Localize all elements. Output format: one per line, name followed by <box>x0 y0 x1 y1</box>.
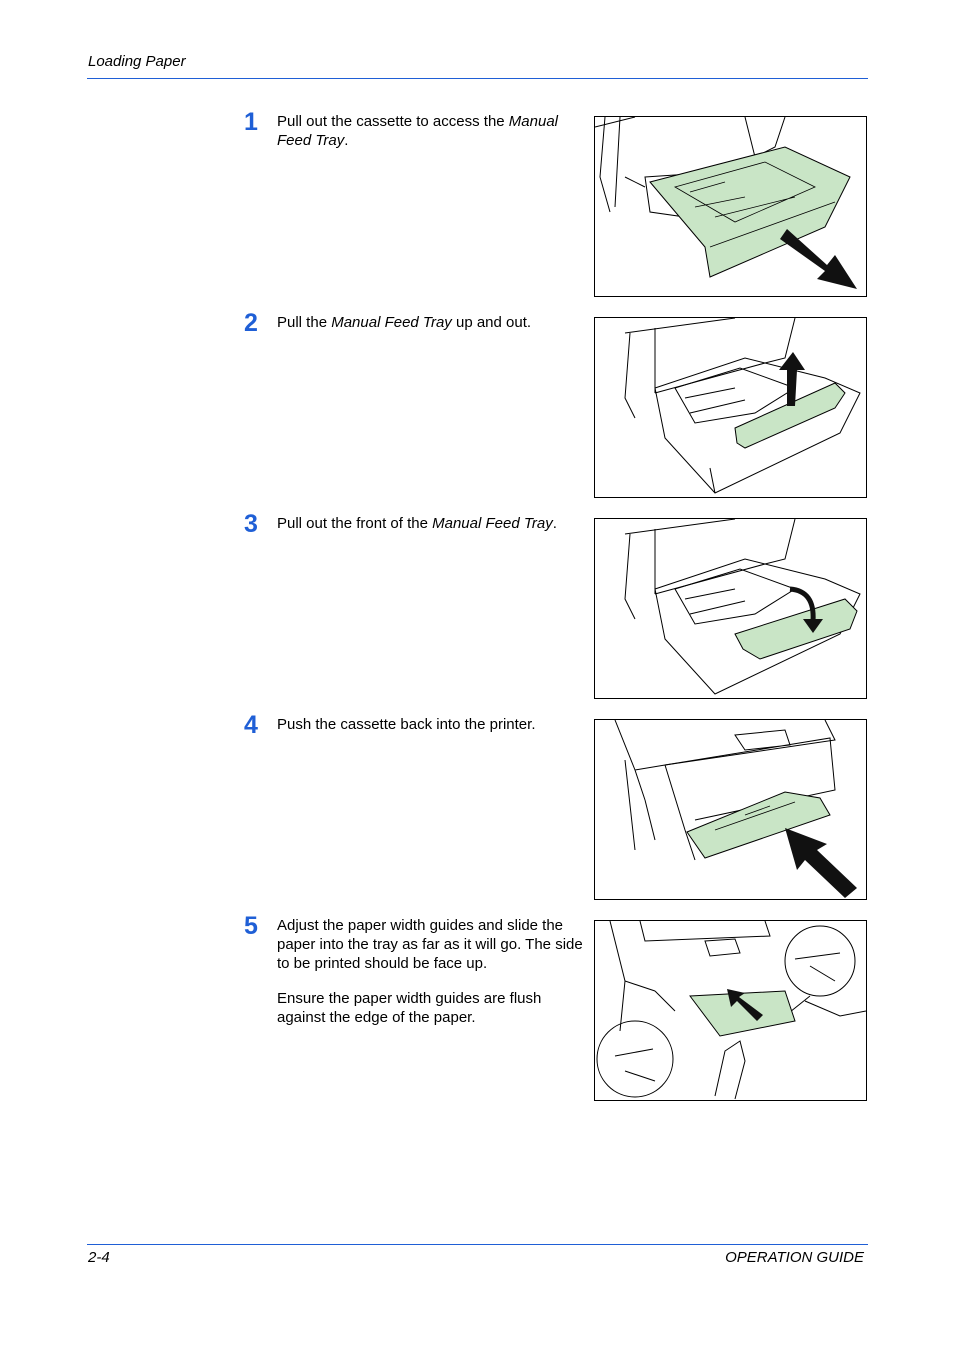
step-1-illustration <box>594 116 867 297</box>
header-rule <box>87 78 868 79</box>
step-5-note: Ensure the paper width guides are flush … <box>277 990 542 1026</box>
footer-rule <box>87 1244 868 1245</box>
step-1-number: 1 <box>244 108 258 136</box>
step-3-illustration <box>594 518 867 699</box>
step-1-text: Pull out the cassette to access the Manu… <box>277 113 558 149</box>
step-3-number: 3 <box>244 510 258 538</box>
page-header-title: Loading Paper <box>88 53 186 70</box>
step-5-text: Adjust the paper width guides and slide … <box>277 916 585 1043</box>
step-4-text: Push the cassette back into the printer. <box>277 716 536 733</box>
step-3-text: Pull out the front of the Manual Feed Tr… <box>277 515 557 532</box>
step-4-number: 4 <box>244 711 258 739</box>
step-4-illustration <box>594 719 867 900</box>
step-5-illustration <box>594 920 867 1101</box>
page-number: 2-4 <box>88 1249 110 1266</box>
guide-title: OPERATION GUIDE <box>725 1249 864 1266</box>
step-2-text: Pull the Manual Feed Tray up and out. <box>277 314 532 331</box>
step-5-instruction: Adjust the paper width guides and slide … <box>277 917 583 972</box>
step-2-number: 2 <box>244 309 258 337</box>
step-5-number: 5 <box>244 912 258 940</box>
step-2-illustration <box>594 317 867 498</box>
